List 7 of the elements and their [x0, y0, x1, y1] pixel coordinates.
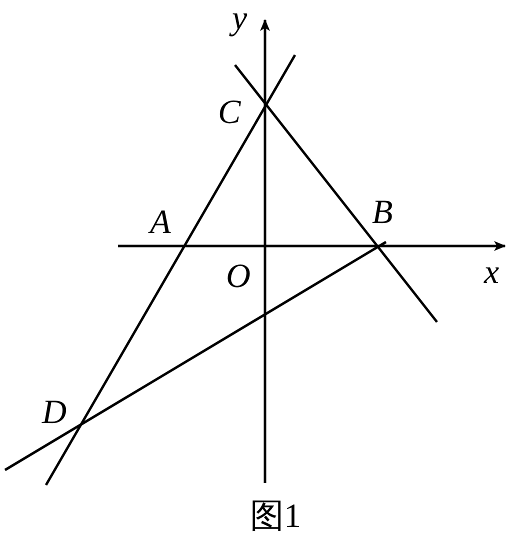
point-label: C: [218, 96, 241, 130]
point-label: B: [372, 196, 393, 230]
point-label: A: [150, 206, 171, 240]
point-label: D: [42, 396, 67, 430]
axis-label: x: [484, 256, 500, 290]
figure-caption: 图1: [250, 500, 301, 534]
origin-label: O: [226, 260, 251, 294]
